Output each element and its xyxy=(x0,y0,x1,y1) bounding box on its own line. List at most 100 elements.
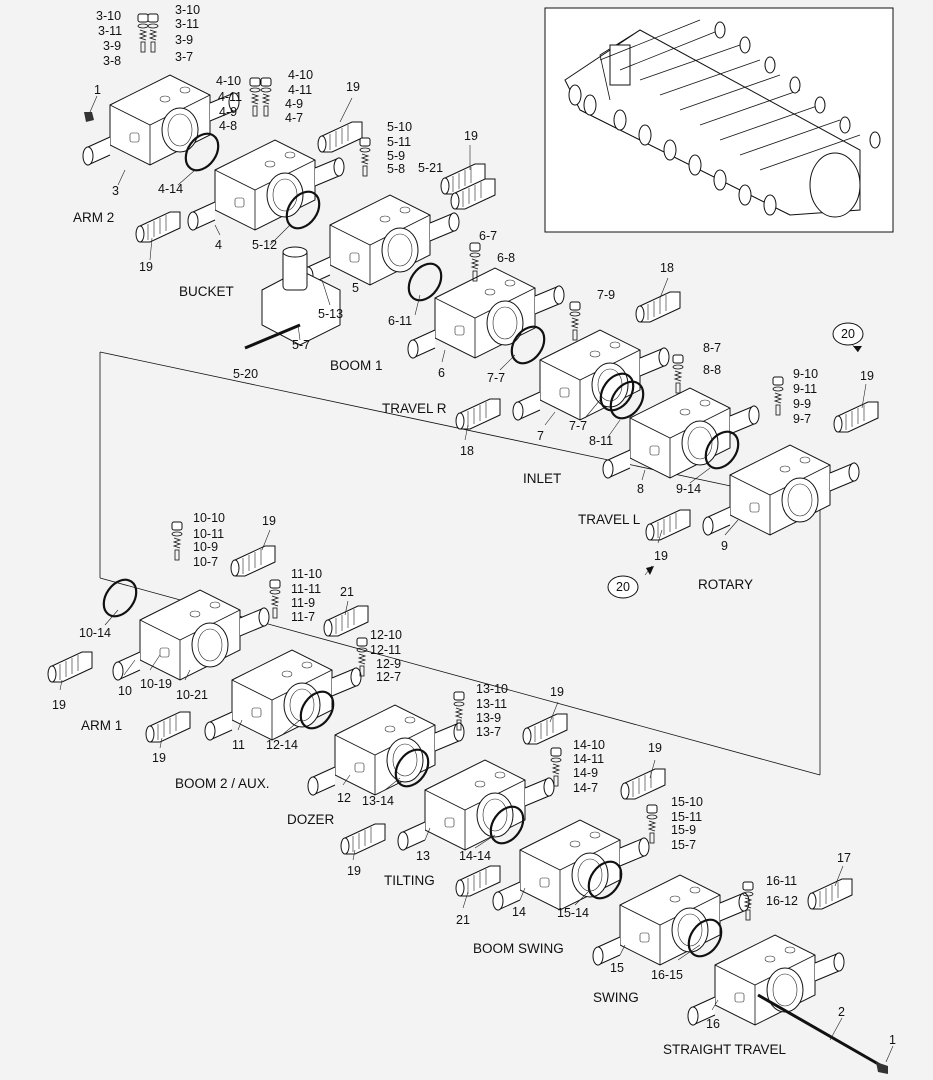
plug-stack xyxy=(569,301,581,341)
relief-valve xyxy=(522,713,568,745)
reference-circle xyxy=(607,575,639,599)
valve-section-13 xyxy=(397,759,555,851)
callout: 14-7 xyxy=(573,781,598,795)
plug-stack xyxy=(359,137,371,177)
relief-valve xyxy=(620,768,666,800)
relief-valve xyxy=(645,509,691,541)
label-bucket: BUCKET xyxy=(179,284,234,299)
callout: 1 xyxy=(889,1033,896,1047)
valve-section-9 xyxy=(702,444,860,536)
callout: 12-11 xyxy=(370,643,401,657)
callout: 19 xyxy=(139,260,153,274)
callout: 18 xyxy=(660,261,674,275)
callout: 10-9 xyxy=(193,540,218,554)
callout: 10-14 xyxy=(79,626,111,640)
callout: 14-11 xyxy=(573,752,604,766)
label-boom-swing: BOOM SWING xyxy=(473,941,564,956)
plug-stack xyxy=(646,804,658,844)
callout: 3-7 xyxy=(175,50,193,64)
callout: 5-13 xyxy=(318,307,343,321)
callout: 9 xyxy=(721,539,728,553)
callout: 5-7 xyxy=(292,338,310,352)
plug-stack xyxy=(672,354,684,394)
callout: 4-9 xyxy=(219,105,237,119)
callout: 3-10 xyxy=(175,3,200,17)
callout: 5-9 xyxy=(387,149,405,163)
label-inlet: INLET xyxy=(523,471,561,486)
label-arm2: ARM 2 xyxy=(73,210,114,225)
callout: 19 xyxy=(550,685,564,699)
bucket-side-block xyxy=(261,246,341,346)
valve-section-6 xyxy=(407,267,565,359)
callout: 4-9 xyxy=(285,97,303,111)
relief-valve xyxy=(317,121,363,153)
callout: 14-14 xyxy=(459,849,491,863)
callout: 3 xyxy=(112,184,119,198)
callout: 14-10 xyxy=(573,738,605,752)
callout: 7 xyxy=(537,429,544,443)
callout: 5-11 xyxy=(387,135,411,149)
callout: 14 xyxy=(512,905,526,919)
callout: 1 xyxy=(94,83,101,97)
callout: 8 xyxy=(637,482,644,496)
callout: 9-7 xyxy=(793,412,811,426)
leader-lines xyxy=(59,95,894,1063)
callout: 16 xyxy=(706,1017,720,1031)
callout: 3-9 xyxy=(103,39,121,53)
callout: 15-11 xyxy=(671,810,702,824)
plug-stack xyxy=(269,579,281,619)
callout: 3-11 xyxy=(175,17,199,31)
callout: 10 xyxy=(118,684,132,698)
valve-section-16 xyxy=(687,934,845,1026)
arrow-icon xyxy=(646,566,654,575)
label-tilting: TILTING xyxy=(384,873,435,888)
callout: 7-7 xyxy=(569,419,587,433)
o-ring xyxy=(95,572,145,624)
callout: 4-11 xyxy=(218,90,242,104)
relief-valve xyxy=(47,651,93,683)
callout: 12-7 xyxy=(376,670,401,684)
callout: 16-12 xyxy=(766,894,798,908)
callout: 5-12 xyxy=(252,238,277,252)
callout: 12-9 xyxy=(376,657,401,671)
callout: 12-14 xyxy=(266,738,298,752)
callout: 9-9 xyxy=(793,397,811,411)
plug-stack xyxy=(147,13,159,53)
label-travel-l: TRAVEL L xyxy=(578,512,641,527)
label-rotary: ROTARY xyxy=(698,577,753,592)
callout: 8-7 xyxy=(703,341,721,355)
callout: 17 xyxy=(837,851,851,865)
callout: 13-9 xyxy=(476,711,501,725)
callout: 4-14 xyxy=(158,182,183,196)
callout: 13-14 xyxy=(362,794,394,808)
callout: 19 xyxy=(52,698,66,712)
callout: 4 xyxy=(215,238,222,252)
callout: 9-11 xyxy=(793,382,817,396)
label-arm1: ARM 1 xyxy=(81,718,122,733)
valve-section-10 xyxy=(112,589,270,681)
callout: 4-7 xyxy=(285,111,303,125)
callout: 5 xyxy=(352,281,359,295)
reference-circle xyxy=(832,322,864,346)
callout: 11-7 xyxy=(291,610,315,624)
nut-icon xyxy=(876,1062,888,1074)
callout: 4-10 xyxy=(216,74,241,88)
arrow-icon xyxy=(853,346,862,352)
callout: 11-11 xyxy=(291,582,321,596)
callout: 19 xyxy=(648,741,662,755)
callout: 20 xyxy=(841,327,855,341)
callout: 6 xyxy=(438,366,445,380)
plug-stack xyxy=(137,13,149,53)
callout: 15-14 xyxy=(557,906,589,920)
valve-section-11 xyxy=(204,649,362,741)
valve-section-4 xyxy=(187,139,345,231)
callout: 21 xyxy=(456,913,470,927)
callout: 4-10 xyxy=(288,68,313,82)
callout: 16-15 xyxy=(651,968,683,982)
plug-stack xyxy=(171,521,183,561)
relief-valve xyxy=(145,711,191,743)
callout: 15-10 xyxy=(671,795,703,809)
relief-valve xyxy=(807,878,853,910)
valve-section-14 xyxy=(492,819,650,911)
callout: 6-7 xyxy=(479,229,497,243)
